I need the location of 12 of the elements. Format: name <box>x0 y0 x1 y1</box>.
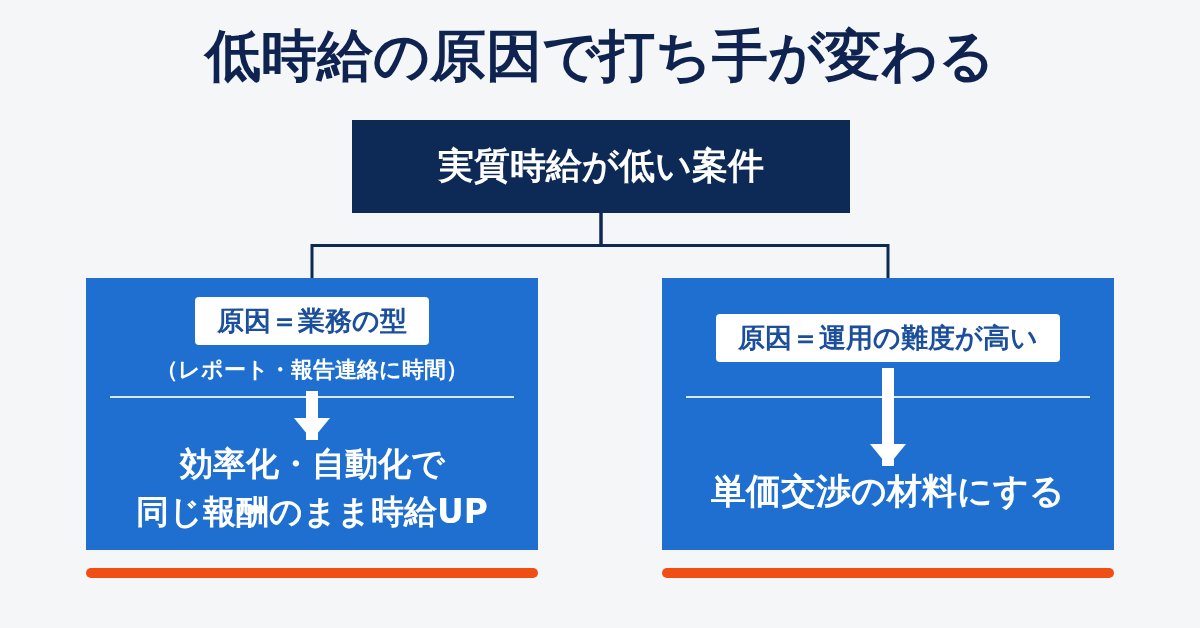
note-text: （レポート・報告連絡に時間） <box>156 356 468 384</box>
arrow <box>870 368 906 466</box>
result-text: 効率化・自動化で同じ報酬のまま時給UP <box>102 440 522 544</box>
connector-line <box>599 213 890 278</box>
problem-box: 実質時給が低い案件 <box>352 120 850 213</box>
cause-label: 原因＝業務の型 <box>195 297 429 345</box>
solution-panel <box>86 278 538 550</box>
arrow <box>294 391 330 440</box>
title: 低時給の原因で打ち手が変わる <box>202 22 996 90</box>
result-text: 単価交渉の材料にする <box>678 466 1098 518</box>
solution-panel <box>662 278 1114 550</box>
cause-label: 原因＝運用の難度が高い <box>716 314 1060 362</box>
